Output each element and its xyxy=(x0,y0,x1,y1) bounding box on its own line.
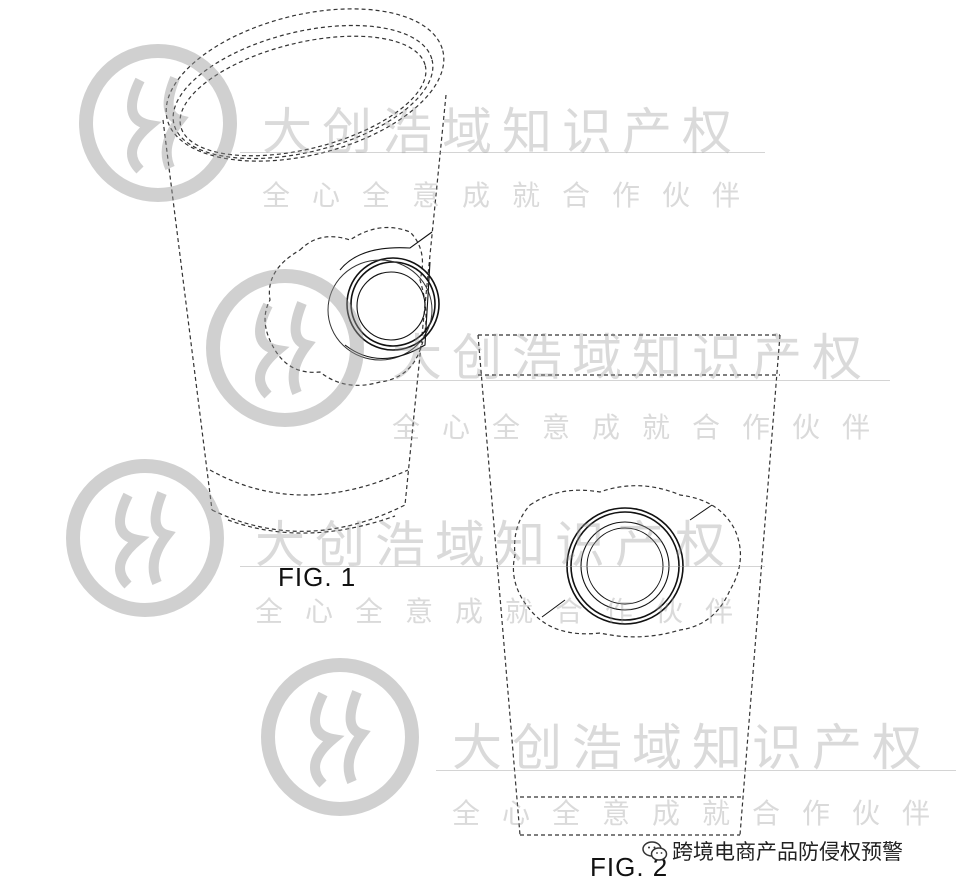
fig2-valve xyxy=(541,504,713,625)
watermark-logo-3 xyxy=(66,459,224,617)
source-credit: 跨境电商产品防侵权预警 xyxy=(642,836,903,866)
watermark-title-2: 大创浩域知识产权 xyxy=(392,329,872,387)
wechat-icon xyxy=(642,841,668,861)
watermark-subtitle-2: 全心全意成就合作伙伴 xyxy=(392,411,893,444)
watermark-subtitle-3: 全心全意成就合作伙伴 xyxy=(255,595,756,628)
watermark-subtitle-4: 全心全意成就合作伙伴 xyxy=(452,797,953,830)
watermark-divider-3 xyxy=(240,566,765,567)
watermark-logo-2 xyxy=(206,269,364,427)
fig2-cup xyxy=(477,334,781,836)
watermark-logo-4 xyxy=(261,658,419,816)
watermark-title-1: 大创浩域知识产权 xyxy=(262,103,742,161)
watermark-subtitle-1: 全心全意成就合作伙伴 xyxy=(262,179,763,212)
fig1-valve xyxy=(327,231,440,361)
fig1-label: FIG. 1 xyxy=(278,562,357,592)
watermark-logo-1 xyxy=(79,44,237,202)
watermark-divider-4 xyxy=(436,770,956,771)
watermark-divider-1 xyxy=(240,152,765,153)
credit-text: 跨境电商产品防侵权预警 xyxy=(672,840,903,864)
watermark-title-4: 大创浩域知识产权 xyxy=(452,719,932,777)
watermark-title-3: 大创浩域知识产权 xyxy=(255,516,735,574)
watermark-divider-2 xyxy=(370,380,890,381)
